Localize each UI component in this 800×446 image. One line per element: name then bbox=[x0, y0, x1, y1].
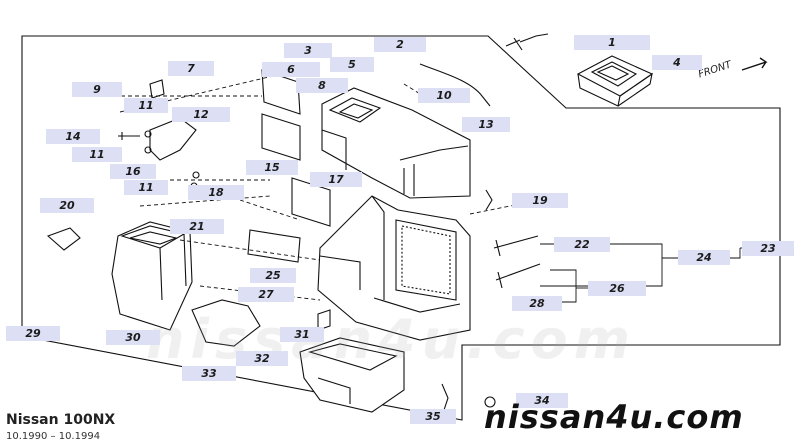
callout-35[interactable]: 35 bbox=[410, 409, 456, 424]
screw-icon bbox=[505, 33, 549, 51]
bolt-34-icon bbox=[484, 396, 496, 408]
intake-box-icon bbox=[576, 55, 654, 107]
callout-9[interactable]: 9 bbox=[72, 82, 122, 97]
callout-34[interactable]: 34 bbox=[516, 393, 568, 408]
washer-icon bbox=[144, 130, 152, 138]
callout-4[interactable]: 4 bbox=[652, 55, 702, 70]
callout-13[interactable]: 13 bbox=[462, 117, 510, 132]
callout-33[interactable]: 33 bbox=[182, 366, 236, 381]
upper-case-icon bbox=[321, 87, 471, 199]
callout-19[interactable]: 19 bbox=[512, 193, 568, 208]
callout-6[interactable]: 6 bbox=[262, 62, 320, 77]
washer-icon bbox=[192, 171, 200, 179]
callout-11-b[interactable]: 11 bbox=[72, 147, 122, 162]
callout-11-a[interactable]: 11 bbox=[124, 98, 168, 113]
callout-1[interactable]: 1 bbox=[574, 35, 650, 50]
callout-27[interactable]: 27 bbox=[238, 287, 294, 302]
callout-24[interactable]: 24 bbox=[678, 250, 730, 265]
callout-14[interactable]: 14 bbox=[46, 129, 100, 144]
model-title: Nissan 100NX bbox=[6, 412, 116, 428]
pipe-22-icon bbox=[493, 235, 539, 257]
bracket-12-icon bbox=[149, 117, 197, 161]
hook-19-icon bbox=[485, 189, 493, 211]
callout-23[interactable]: 23 bbox=[742, 241, 794, 256]
assembly-boundary bbox=[21, 35, 781, 421]
callout-15[interactable]: 15 bbox=[246, 160, 298, 175]
clip-30-icon bbox=[317, 309, 331, 331]
front-arrow-icon bbox=[741, 57, 768, 71]
callout-3[interactable]: 3 bbox=[284, 43, 332, 58]
callout-2[interactable]: 2 bbox=[374, 37, 426, 52]
callout-8[interactable]: 8 bbox=[296, 78, 348, 93]
callout-7[interactable]: 7 bbox=[168, 61, 214, 76]
bracket-35-icon bbox=[441, 383, 449, 411]
washer-icon bbox=[144, 146, 152, 154]
duct-32-icon bbox=[299, 337, 405, 413]
callout-17[interactable]: 17 bbox=[310, 172, 362, 187]
duct-33-icon bbox=[191, 299, 261, 347]
callout-31[interactable]: 31 bbox=[280, 327, 324, 342]
callout-22[interactable]: 22 bbox=[554, 237, 610, 252]
callout-29[interactable]: 29 bbox=[6, 326, 60, 341]
callout-25[interactable]: 25 bbox=[250, 268, 296, 283]
callout-20[interactable]: 20 bbox=[40, 198, 94, 213]
blower-housing-icon bbox=[111, 221, 193, 331]
callout-18[interactable]: 18 bbox=[188, 185, 244, 200]
evaporator-case-icon bbox=[317, 195, 471, 341]
actuator-icon bbox=[46, 227, 81, 251]
bolt-14-icon bbox=[118, 132, 140, 140]
callout-10[interactable]: 10 bbox=[418, 88, 470, 103]
callout-12[interactable]: 12 bbox=[172, 107, 230, 122]
callout-28[interactable]: 28 bbox=[512, 296, 562, 311]
callout-5[interactable]: 5 bbox=[330, 57, 374, 72]
callout-11-c[interactable]: 11 bbox=[124, 180, 168, 195]
callout-21[interactable]: 21 bbox=[170, 219, 224, 234]
panel-25-icon bbox=[247, 229, 301, 263]
pipe-26-icon bbox=[495, 263, 541, 289]
cable-icon bbox=[419, 63, 491, 107]
callout-16[interactable]: 16 bbox=[110, 164, 156, 179]
callout-26[interactable]: 26 bbox=[588, 281, 646, 296]
panel-6-icon bbox=[261, 69, 301, 115]
site-logo: nissan4u.com bbox=[484, 398, 744, 436]
clip-9-icon bbox=[149, 79, 165, 99]
panel-15-icon bbox=[261, 113, 301, 161]
model-period: 10.1990 – 10.1994 bbox=[6, 431, 101, 442]
callout-30[interactable]: 30 bbox=[106, 330, 160, 345]
callout-32[interactable]: 32 bbox=[236, 351, 288, 366]
